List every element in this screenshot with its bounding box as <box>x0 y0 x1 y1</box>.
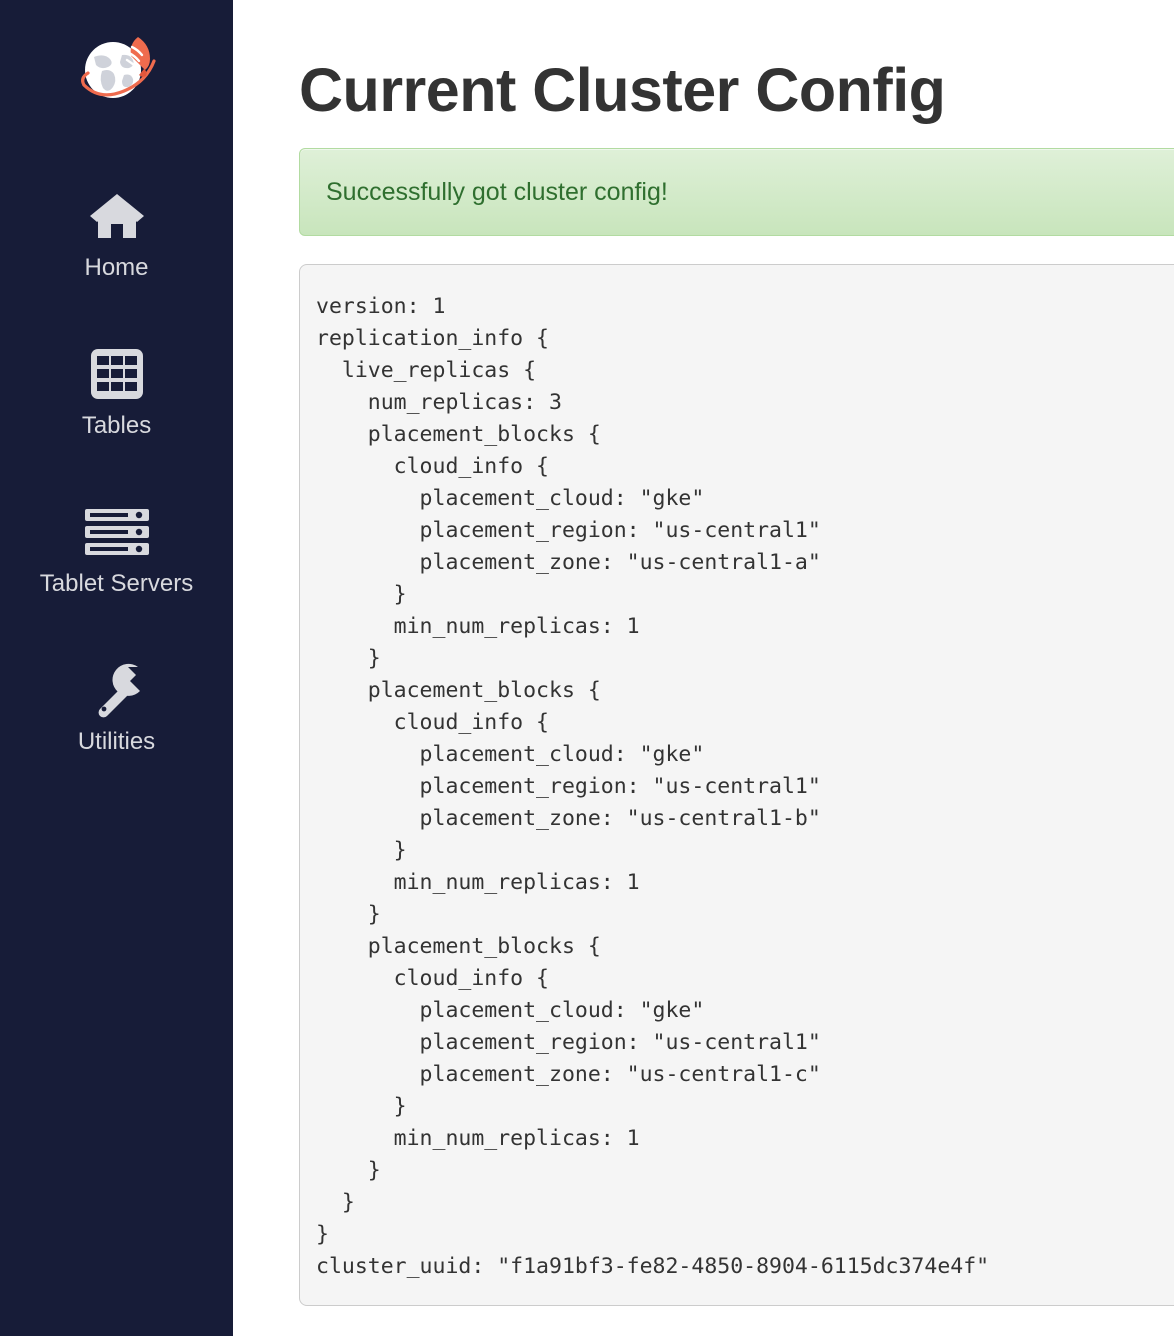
success-alert: Successfully got cluster config! <box>299 148 1174 236</box>
sidebar-item-tablet-servers-label: Tablet Servers <box>39 570 194 597</box>
app-logo[interactable] <box>69 22 165 118</box>
cluster-config-panel[interactable]: version: 1 replication_info { live_repli… <box>299 264 1174 1306</box>
main-content: Current Cluster Config Successfully got … <box>233 0 1174 1336</box>
sidebar-item-utilities-label: Utilities <box>77 728 156 755</box>
cluster-config-text: version: 1 replication_info { live_repli… <box>316 294 990 1279</box>
sidebar-item-home-label: Home <box>84 254 149 281</box>
home-icon <box>88 188 146 244</box>
sidebar: Home Tables <box>0 0 233 1336</box>
sidebar-item-tables[interactable]: Tables <box>0 346 233 440</box>
page-title: Current Cluster Config <box>299 56 946 124</box>
sidebar-item-tables-label: Tables <box>81 412 152 439</box>
table-grid-icon <box>90 346 144 402</box>
sidebar-item-utilities[interactable]: Utilities <box>0 662 233 756</box>
rocket-globe-logo-icon <box>80 37 156 98</box>
wrench-icon <box>88 662 146 718</box>
sidebar-item-home[interactable]: Home <box>0 188 233 282</box>
success-alert-message: Successfully got cluster config! <box>326 178 668 206</box>
sidebar-item-tablet-servers[interactable]: Tablet Servers <box>0 504 233 598</box>
server-rack-icon <box>84 504 150 560</box>
